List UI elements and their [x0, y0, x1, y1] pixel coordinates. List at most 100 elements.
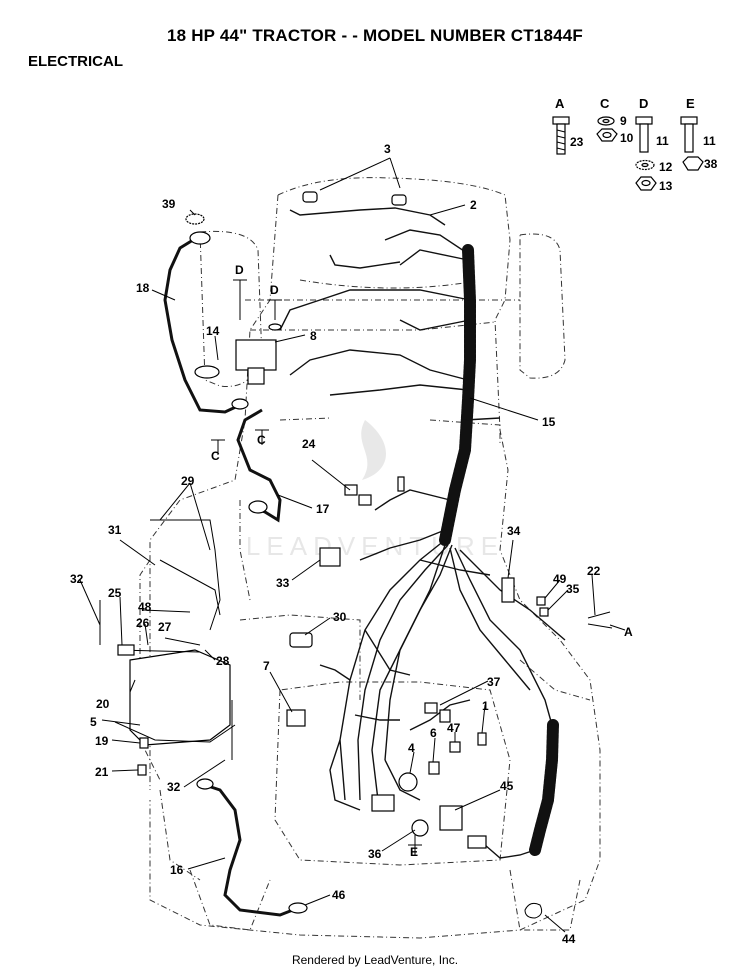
callout-32: 32	[70, 572, 84, 586]
callout-19: 19	[95, 734, 109, 748]
switch-45-icon	[439, 805, 463, 831]
relay-icon	[286, 709, 306, 727]
watermark-logo: LEADVENTURE	[246, 420, 504, 561]
reference-letters: D D C C A E	[211, 263, 633, 859]
fuse-holder-icon	[289, 632, 313, 648]
ref-e: E	[410, 845, 418, 859]
hardware-key: A C D E 23 9 10 11	[552, 96, 718, 193]
connector-icon	[344, 484, 358, 496]
footer-credit: Rendered by LeadVenture, Inc.	[291, 953, 459, 967]
cable-terminal-icon	[189, 231, 211, 245]
bolt-e-icon	[680, 116, 698, 153]
callout-7: 7	[263, 659, 270, 673]
callout-34: 34	[507, 524, 521, 538]
bolt-a-icon	[552, 116, 570, 155]
callout-5: 5	[90, 715, 97, 729]
headlight-icon	[391, 194, 407, 206]
callout-45: 45	[500, 779, 514, 793]
nut-icon	[682, 156, 704, 171]
connector-icon	[358, 494, 372, 506]
ref-d: D	[235, 263, 244, 277]
callout-2: 2	[470, 198, 477, 212]
callout-47: 47	[447, 721, 461, 735]
callout-29: 29	[181, 474, 195, 488]
watermark-text: LEADVENTURE	[246, 531, 504, 561]
callout-24: 24	[302, 437, 316, 451]
callout-33: 33	[276, 576, 290, 590]
key-23: 23	[570, 135, 584, 149]
callout-3: 3	[384, 142, 391, 156]
callout-37: 37	[487, 675, 501, 689]
callout-39: 39	[162, 197, 176, 211]
hex-nut-icon	[635, 176, 657, 191]
cable-terminal-icon	[196, 778, 214, 790]
washer-icon	[597, 116, 615, 126]
page-title: 18 HP 44" TRACTOR - - MODEL NUMBER CT184…	[166, 26, 584, 45]
callout-21: 21	[95, 765, 109, 779]
ref-d: D	[270, 283, 279, 297]
key-12: 12	[659, 160, 673, 174]
callout-8: 8	[310, 329, 317, 343]
callout-18: 18	[136, 281, 150, 295]
callout-46: 46	[332, 888, 346, 902]
ignition-switch-icon	[398, 772, 418, 792]
callout-32: 32	[167, 780, 181, 794]
callout-44: 44	[562, 932, 576, 946]
washer-39-icon	[185, 213, 205, 225]
callout-31: 31	[108, 523, 122, 537]
callout-48: 48	[138, 600, 152, 614]
battery-icon	[129, 649, 231, 746]
key-38: 38	[704, 157, 718, 171]
components	[99, 191, 626, 919]
switch-icon	[501, 577, 515, 603]
key-13: 13	[659, 179, 673, 193]
starter-terminal-icon	[247, 367, 265, 385]
section-title: ELECTRICAL	[28, 53, 123, 70]
callout-4: 4	[408, 741, 415, 755]
wire-harness	[279, 207, 566, 859]
callout-17: 17	[316, 502, 330, 516]
cable-terminal-icon	[288, 902, 308, 914]
key-11-e: 11	[703, 134, 716, 148]
callout-35: 35	[566, 582, 580, 596]
callout-15: 15	[542, 415, 556, 429]
key-11-d: 11	[656, 134, 669, 148]
key-9: 9	[620, 114, 627, 128]
callout-16: 16	[170, 863, 184, 877]
star-washer-icon	[635, 159, 655, 171]
callout-22: 22	[587, 564, 601, 578]
callout-6: 6	[430, 726, 437, 740]
key-letter-a: A	[555, 96, 565, 111]
headlight-icon	[302, 191, 318, 203]
cable-terminal-icon	[231, 398, 249, 410]
callout-1: 1	[482, 699, 489, 713]
key-letter-e: E	[686, 96, 695, 111]
callout-49: 49	[553, 572, 567, 586]
callout-26: 26	[136, 616, 150, 630]
callout-36: 36	[368, 847, 382, 861]
callout-20: 20	[96, 697, 110, 711]
connector-icon	[397, 476, 405, 492]
lock-nut-icon	[596, 128, 618, 142]
callout-27: 27	[158, 620, 172, 634]
plug-connector-icon	[371, 794, 395, 812]
callout-28: 28	[216, 654, 230, 668]
solenoid-bracket-icon	[194, 365, 220, 379]
ref-c: C	[257, 433, 266, 447]
ref-a: A	[624, 625, 633, 639]
leader-lines	[79, 157, 596, 933]
ref-c: C	[211, 449, 220, 463]
callout-25: 25	[108, 586, 122, 600]
key-10: 10	[620, 131, 634, 145]
module-icon	[319, 547, 341, 567]
callouts: 3 2 39 18 14 8 15 24 17 29 31 32 25 48 2…	[70, 142, 601, 946]
battery-cables	[163, 231, 308, 917]
callout-14: 14	[206, 324, 220, 338]
callout-30: 30	[333, 610, 347, 624]
cable-terminal-icon	[248, 500, 268, 514]
bolt-d-icon	[635, 116, 653, 153]
solenoid-icon	[235, 339, 277, 371]
key-letter-d: D	[639, 96, 648, 111]
key-letter-c: C	[600, 96, 610, 111]
